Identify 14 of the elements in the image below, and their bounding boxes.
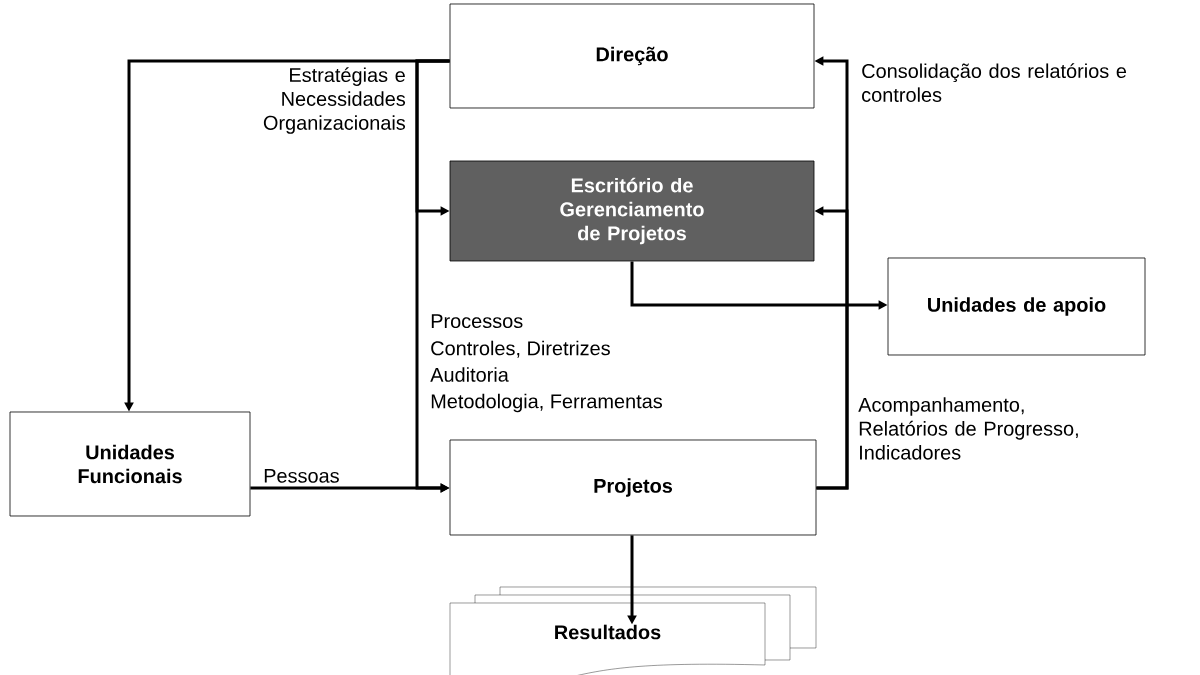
document-stack: Resultados bbox=[449, 586, 817, 675]
note-text: Controles, Diretrizes bbox=[431, 340, 610, 358]
edge-label: Consolidação dos relatórios e controles bbox=[862, 63, 1127, 102]
process-box: Unidades de apoio bbox=[887, 257, 1146, 356]
note-text: Metodologia, Ferramentas bbox=[431, 393, 662, 413]
process-box: Direção bbox=[449, 3, 815, 109]
process-box: Projetos bbox=[449, 439, 817, 536]
edge-label: Acompanhamento, Relatórios de Progresso, Indicadores bbox=[858, 397, 1078, 460]
note-text: Auditoria bbox=[430, 367, 509, 382]
process-box: Unidades Funcionais bbox=[9, 411, 251, 517]
note-text: Processos bbox=[431, 314, 523, 329]
edge-label: Pessoas bbox=[264, 468, 339, 483]
edge-label: Estratégias e Necessidades Organizacionais bbox=[263, 67, 406, 134]
process-box: Escritório de Gerenciamento de Projetos bbox=[449, 160, 815, 262]
